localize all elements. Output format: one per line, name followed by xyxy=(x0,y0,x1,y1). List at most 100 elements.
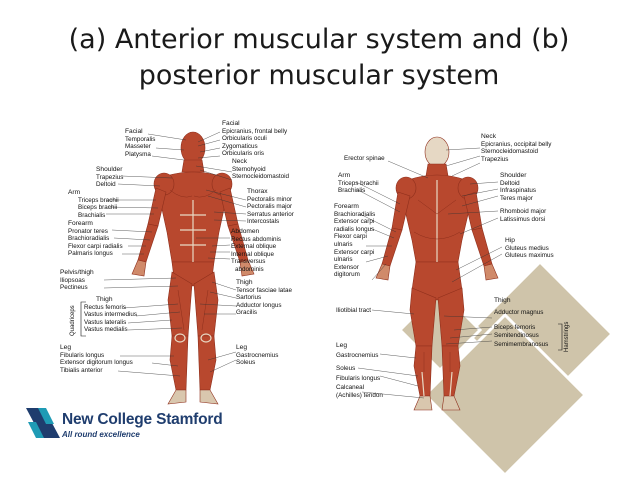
label-flexor-carpi-radialis: Flexor carpi radialis xyxy=(68,242,123,250)
label-soleus-anterior: Soleus xyxy=(236,359,256,367)
label-posterior-sternocleidomastoid: Sternocleidomastoid xyxy=(481,148,539,156)
label-posterior-soleus: Soleus xyxy=(336,365,356,372)
label-thigh-left-group: Thigh xyxy=(96,296,113,303)
label-internal-oblique: Internal oblique xyxy=(231,250,275,258)
label-temporalis: Temporalis xyxy=(125,135,156,143)
label-posterior-trapezius: Trapezius xyxy=(481,155,509,163)
anterior-leg-left-labels: Leg Fibularis longus Extensor digitorum … xyxy=(60,344,133,374)
label-pronator-teres: Pronator teres xyxy=(68,227,108,235)
anterior-pelvis-labels: Pelvis/thigh Iliopsoas Pectineus xyxy=(60,269,94,292)
anterior-facial-left-labels: Facial Temporalis Masseter Platysma xyxy=(125,128,155,158)
posterior-lower-labels: Soleus Fibularis longus Calcaneal (Achil… xyxy=(336,365,383,399)
label-serratus-anterior: Serratus anterior xyxy=(247,210,294,218)
label-pectoralis-minor: Pectoralis minor xyxy=(247,195,293,203)
label-ulnaris-2: ulnaris xyxy=(334,256,353,264)
label-iliotibial-tract: Iliotibial tract xyxy=(336,307,371,314)
label-posterior-thigh-group: Thigh xyxy=(494,297,511,304)
label-vastus-lateralis: Vastus lateralis xyxy=(84,318,127,326)
label-forearm-group: Forearm xyxy=(68,220,93,227)
label-vastus-medialis: Vastus medialis xyxy=(84,326,128,334)
posterior-forearm-labels: Forearm Brachioradialis Extensor carpi r… xyxy=(334,203,375,279)
posterior-thigh-labels: Thigh Adductor magnus xyxy=(494,297,543,316)
hamstrings-bracket xyxy=(558,323,563,351)
label-sartorius: Sartorius xyxy=(236,294,262,302)
label-extensor-carpi-1: Extensor carpi xyxy=(334,218,375,226)
label-pelvis-thigh-group: Pelvis/thigh xyxy=(60,269,94,276)
label-pectoralis-major: Pectoralis major xyxy=(247,203,293,211)
label-semitendinosus: Semitendinosus xyxy=(494,331,539,339)
label-ulnaris-1: ulnaris xyxy=(334,240,353,248)
title-line-2: posterior muscular system xyxy=(138,60,500,91)
label-epicranius-occipital: Epicranius, occipital belly xyxy=(481,140,552,148)
label-calcaneal: Calcaneal xyxy=(336,384,365,392)
label-fibularis-longus: Fibularis longus xyxy=(60,351,105,359)
label-hip-group: Hip xyxy=(505,237,515,244)
college-logo-icon xyxy=(26,408,60,438)
label-shoulder-group: Shoulder xyxy=(96,166,123,173)
label-epicranius-frontal: Epicranius, frontal belly xyxy=(222,127,288,135)
posterior-neck-labels: Neck Epicranius, occipital belly Sternoc… xyxy=(481,133,551,163)
label-zygomaticus: Zygomaticus xyxy=(222,142,258,150)
slide-title: (a) Anterior muscular system and (b) pos… xyxy=(0,22,638,94)
label-rectus-femoris: Rectus femoris xyxy=(84,303,126,311)
label-thigh-right-group: Thigh xyxy=(236,279,253,286)
label-triceps-brachii: Triceps brachii xyxy=(78,196,119,204)
label-gluteus-maximus: Gluteus maximus xyxy=(505,252,554,260)
anterior-leg-right-labels: Leg Gastrocnemius Soleus xyxy=(236,344,278,367)
college-name: New College Stamford xyxy=(62,411,223,428)
title-line-1: (a) Anterior muscular system and (b) xyxy=(68,24,570,55)
label-posterior-arm-group: Arm xyxy=(338,172,351,179)
label-brachioradialis: Brachioradialis xyxy=(68,235,110,243)
label-leg-left-group: Leg xyxy=(60,344,72,351)
label-transversus: Transversus xyxy=(231,258,266,266)
label-palmaris-longus: Palmaris longus xyxy=(68,250,113,258)
label-gluteus-medius: Gluteus medius xyxy=(505,244,549,252)
label-abdominis: abdominis xyxy=(235,265,264,273)
label-vastus-intermedius: Vastus intermedius xyxy=(84,311,138,319)
label-posterior-neck-group: Neck xyxy=(481,133,497,140)
label-facial-group: Facial xyxy=(125,128,143,135)
label-posterior-triceps: Triceps brachii xyxy=(338,179,379,187)
label-tibialis-anterior: Tibialis anterior xyxy=(60,366,103,374)
label-posterior-shoulder-group: Shoulder xyxy=(500,172,527,179)
anterior-thorax-labels: Thorax Pectoralis minor Pectoralis major… xyxy=(247,188,294,226)
label-flexor-carpi: Flexor carpi xyxy=(334,233,367,241)
posterior-shoulder-labels: Shoulder Deltoid Infraspinatus Teres maj… xyxy=(500,172,546,224)
label-gracilis: Gracilis xyxy=(236,309,257,317)
label-sternohyoid: Sternohyoid xyxy=(232,165,266,173)
label-posterior-brachialis: Brachialis xyxy=(338,187,366,195)
label-erector-spinae: Erector spinae xyxy=(344,155,385,162)
label-adductor-magnus: Adductor magnus xyxy=(494,308,544,316)
label-achilles-tendon: (Achilles) tendon xyxy=(336,391,383,399)
college-tagline: All round excellence xyxy=(62,430,140,439)
label-posterior-brachioradialis: Brachioradialis xyxy=(334,210,376,218)
label-iliopsoas: Iliopsoas xyxy=(60,276,85,284)
anterior-arm-labels: Arm Triceps brachii Biceps brachii Brach… xyxy=(68,189,119,219)
label-digitorum: digitorum xyxy=(334,271,360,279)
label-rectus-abdominis: Rectus abdominis xyxy=(231,235,282,243)
label-posterior-forearm-group: Forearm xyxy=(334,203,359,210)
anterior-forearm-labels: Forearm Pronator teres Brachioradialis F… xyxy=(68,220,123,258)
label-extensor-digitorum-longus: Extensor digitorum longus xyxy=(60,359,133,367)
label-intercostals: Intercostals xyxy=(247,218,280,226)
quadriceps-bracket xyxy=(80,301,86,337)
label-gastrocnemius-anterior: Gastrocnemius xyxy=(236,351,279,359)
label-platysma: Platysma xyxy=(125,150,151,158)
label-quadriceps: Quadriceps xyxy=(70,305,76,336)
label-neck-group: Neck xyxy=(232,157,248,165)
label-abdomen-group: Abdomen xyxy=(231,228,260,235)
label-infraspinatus: Infraspinatus xyxy=(500,187,537,195)
label-biceps-femoris: Biceps femoris xyxy=(494,324,536,331)
label-sternocleidomastoid: Sternocleidomastoid xyxy=(232,173,290,181)
label-posterior-leg-group: Leg xyxy=(336,342,348,349)
label-pectineus: Pectineus xyxy=(60,284,88,292)
label-masseter: Masseter xyxy=(125,143,151,151)
anterior-top-right-labels: Facial Epicranius, frontal belly Orbicul… xyxy=(222,120,289,181)
label-tensor-fasciae-latae: Tensor fasciae latae xyxy=(236,286,293,294)
anterior-shoulder-labels: Shoulder Trapezius Deltoid xyxy=(96,166,123,189)
label-thorax-group: Thorax xyxy=(247,188,268,195)
label-leg-right-group: Leg xyxy=(236,344,248,351)
